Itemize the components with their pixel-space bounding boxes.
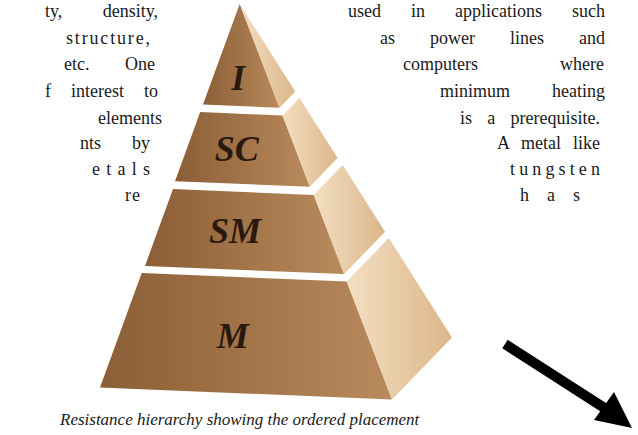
band-label: I (231, 58, 245, 98)
body-text-line: is a prerequisite. (460, 107, 600, 129)
band-shape (145, 165, 385, 274)
body-text-line: as power lines and (380, 27, 605, 49)
pyramid-band: M (100, 238, 452, 400)
body-text-line: used in applications such (348, 0, 605, 22)
body-text-line: A metal like (497, 132, 600, 154)
body-text-line: f interest to (45, 80, 158, 102)
band-shape (100, 238, 452, 400)
band-shape (203, 4, 295, 108)
body-text-line: ty, density, (45, 0, 158, 22)
pyramid-band: SC (175, 98, 338, 187)
pyramid-band: SM (145, 165, 385, 274)
band-label: M (217, 316, 249, 356)
band-label: SM (209, 211, 261, 251)
body-text-line: has (520, 184, 598, 206)
body-text-line: etc. One (64, 53, 155, 75)
body-text-line: nts by (80, 132, 150, 154)
body-text-line: structure, (66, 27, 152, 49)
figure-caption: Resistance hierarchy showing the ordered… (60, 409, 419, 430)
body-text-line: re (125, 184, 141, 206)
band-side (240, 4, 296, 108)
band-side (347, 238, 452, 400)
band-front (145, 189, 344, 274)
pyramid-band: I (203, 4, 295, 108)
band-label: SC (215, 129, 259, 169)
body-text-line: tungsten (510, 158, 604, 180)
direction-arrow (505, 344, 632, 428)
body-text-line: elements (98, 107, 162, 129)
body-text-line: computers where (403, 53, 604, 75)
body-text-line: minimum heating (440, 80, 605, 102)
body-text-line: etals (92, 158, 156, 180)
band-side (283, 98, 338, 187)
band-front (100, 274, 392, 400)
